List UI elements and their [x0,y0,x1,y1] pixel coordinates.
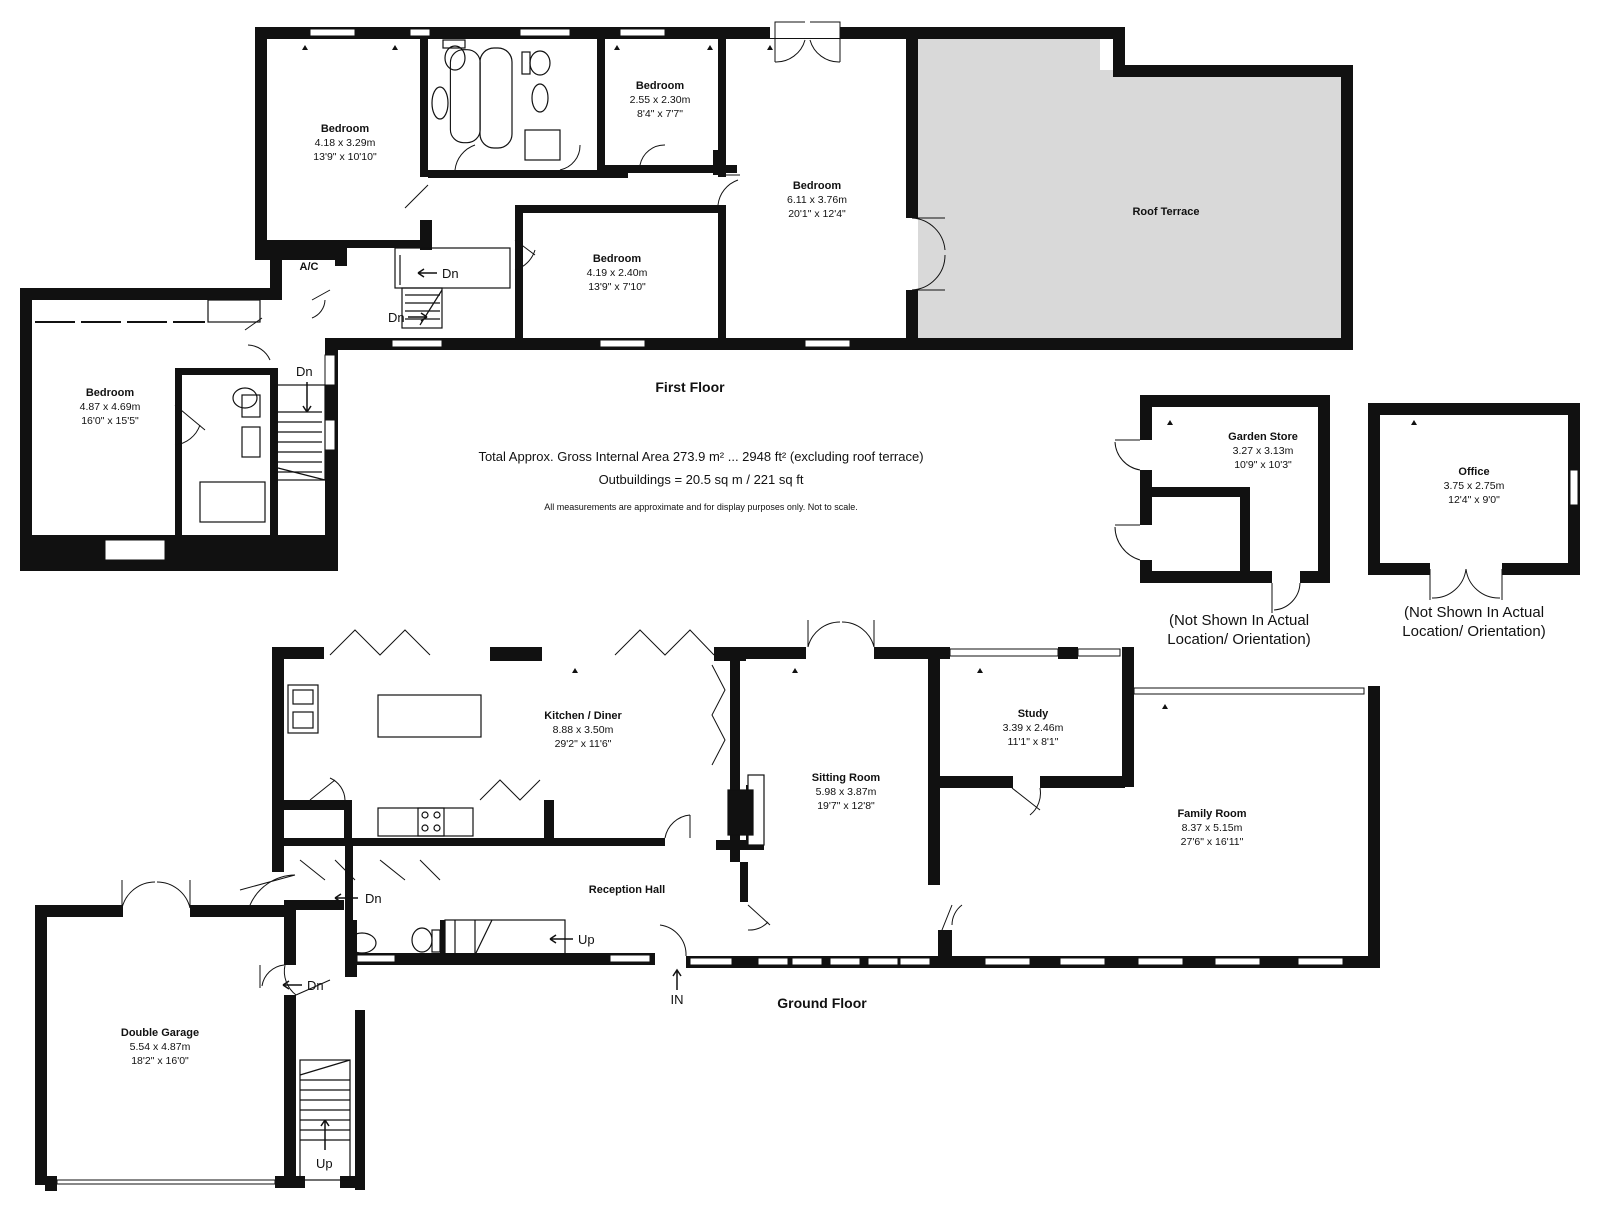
ground-floor-walls [35,647,1380,1191]
bedroom-5-label: Bedroom 4.87 x 4.69m 16'0" x 15'5" [80,387,141,427]
room-imperial: 12'4" x 9'0" [1448,494,1500,506]
kitchen-label: Kitchen / Diner 8.88 x 3.50m 29'2" x 11'… [544,710,622,750]
office: Office 3.75 x 2.75m 12'4" x 9'0" (Not Sh… [1368,403,1580,640]
room-imperial: 18'2" x 16'0" [131,1055,189,1067]
ground-floor-windows [56,648,1365,1185]
bedroom-2-label: Bedroom 2.55 x 2.30m 8'4" x 7'7" [630,80,691,120]
up-label: Up [316,1156,333,1171]
room-name: Bedroom [593,253,642,265]
room-name: Bedroom [636,80,685,92]
room-name: Double Garage [121,1027,199,1039]
bedroom-1-label: Bedroom 4.18 x 3.29m 13'9" x 10'10" [313,123,377,163]
room-imperial: 27'6" x 16'11" [1181,836,1244,848]
stair-down-marker: Dn [334,891,382,906]
room-name: Bedroom [321,123,370,135]
kitchen-fixtures [287,684,765,1181]
ac-label: A/C [300,261,319,273]
room-name: Family Room [1177,808,1246,820]
room-metric: 4.19 x 2.40m [587,267,648,279]
summary: Total Approx. Gross Internal Area 273.9 … [478,449,923,512]
room-metric: 4.18 x 3.29m [315,137,376,149]
dn-label: Dn [365,891,382,906]
room-imperial: 8'4" x 7'7" [637,108,683,120]
first-floor-windows [35,28,851,561]
entrance-label: IN [671,992,684,1007]
reception-hall-name: Reception Hall [589,884,665,896]
room-imperial: 20'1" x 12'4" [788,208,846,220]
room-imperial: 19'7" x 12'8" [817,800,875,812]
location-note: Location/ Orientation) [1402,623,1545,640]
room-metric: 5.54 x 4.87m [130,1041,191,1053]
room-metric: 3.39 x 2.46m [1003,722,1064,734]
first-floor-stairs [274,247,511,481]
first-floor-label: First Floor [655,379,725,395]
location-note: (Not Shown In Actual [1169,612,1309,629]
sitting-room-label: Sitting Room 5.98 x 3.87m 19'7" x 12'8" [812,772,881,812]
bedroom-4-label: Bedroom 4.19 x 2.40m 13'9" x 7'10" [587,253,648,293]
room-metric: 8.88 x 3.50m [553,724,614,736]
stair-up-marker: Up [549,932,595,947]
dn-label: Dn [442,266,459,281]
room-metric: 3.75 x 2.75m [1444,480,1505,492]
ground-floor-doors [121,620,1041,996]
room-metric: 5.98 x 3.87m [816,786,877,798]
room-metric: 2.55 x 2.30m [630,94,691,106]
room-imperial: 13'9" x 7'10" [588,281,646,293]
stair-up-marker: Up [316,1119,333,1171]
dn-label: Dn [307,978,324,993]
roof-terrace-name: Roof Terrace [1132,206,1199,218]
first-floor: Bedroom 4.18 x 3.29m 13'9" x 10'10" Bedr… [20,20,1353,571]
first-floor-doors [174,20,946,446]
garden-store: Garden Store 3.27 x 3.13m 10'9" x 10'3" … [1114,395,1330,648]
ground-floor-label: Ground Floor [777,995,867,1011]
room-metric: 8.37 x 5.15m [1182,822,1243,834]
dimension-ticks [302,45,1417,709]
dn-label: Dn [388,310,405,325]
room-name: Bedroom [793,180,842,192]
stair-down-marker: Dn [296,364,313,413]
up-label: Up [578,932,595,947]
stair-down-marker: Dn [417,266,459,281]
room-name: Sitting Room [812,772,881,784]
first-floor-fixtures [199,39,561,523]
stair-down-marker: Dn [388,310,428,325]
room-name: Kitchen / Diner [544,710,622,722]
room-imperial: 29'2" x 11'6" [555,738,612,750]
room-metric: 6.11 x 3.76m [787,194,847,206]
entrance-marker: IN [671,968,684,1007]
room-metric: 4.87 x 4.69m [80,401,141,413]
roof-terrace-area [915,33,1345,345]
room-imperial: 10'9" x 10'3" [1234,459,1292,471]
room-name: Study [1018,708,1049,720]
outbuildings-summary: Outbuildings = 20.5 sq m / 221 sq ft [599,472,804,487]
room-imperial: 13'9" x 10'10" [313,151,377,163]
stair-down-marker: Dn [282,978,324,993]
bedroom-3-label: Bedroom 6.11 x 3.76m 20'1" x 12'4" [787,180,847,220]
area-summary: Total Approx. Gross Internal Area 273.9 … [478,449,923,464]
ground-floor: Kitchen / Diner 8.88 x 3.50m 29'2" x 11'… [35,620,1380,1191]
room-name: Office [1458,466,1489,478]
location-note: Location/ Orientation) [1167,631,1310,648]
study-label: Study 3.39 x 2.46m 11'1" x 8'1" [1003,708,1064,748]
disclaimer: All measurements are approximate and for… [544,502,858,512]
location-note: (Not Shown In Actual [1404,604,1544,621]
room-name: Garden Store [1228,431,1298,443]
room-imperial: 11'1" x 8'1" [1008,736,1059,748]
room-imperial: 16'0" x 15'5" [81,415,139,427]
room-name: Bedroom [86,387,135,399]
garage-label: Double Garage 5.54 x 4.87m 18'2" x 16'0" [121,1027,199,1067]
dn-label: Dn [296,364,313,379]
family-room-label: Family Room 8.37 x 5.15m 27'6" x 16'11" [1177,808,1246,848]
room-metric: 3.27 x 3.13m [1233,445,1294,457]
